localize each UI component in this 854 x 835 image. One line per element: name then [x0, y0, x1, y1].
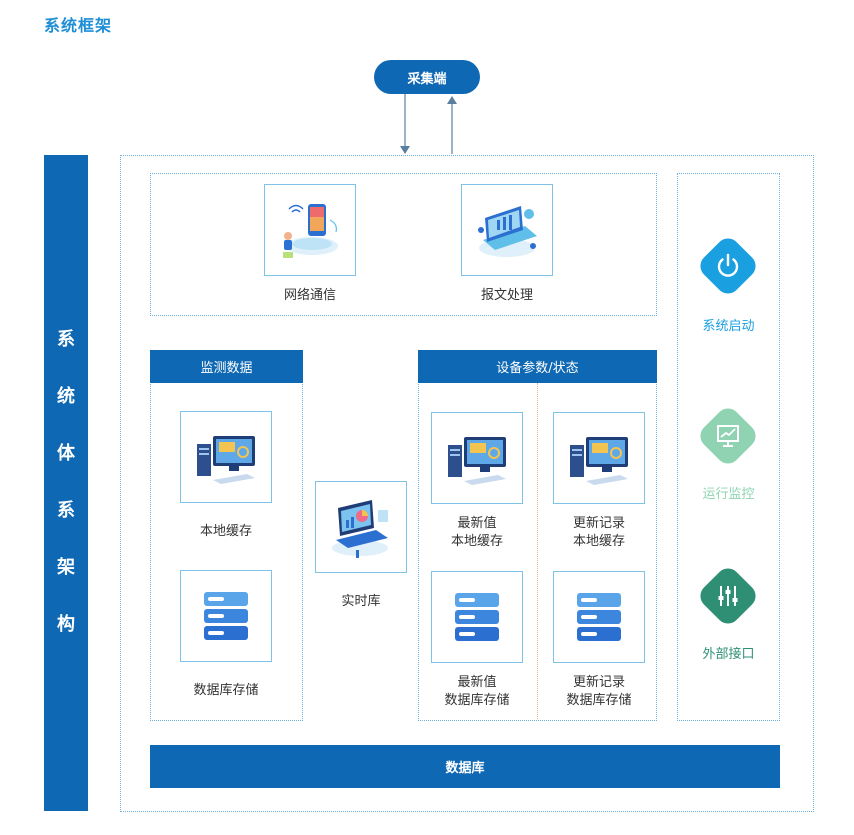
database-bar: 数据库: [150, 745, 780, 788]
update-cache-card: [553, 412, 645, 504]
architecture-side-bar: 系 统 体 系 架 构: [44, 155, 88, 811]
monitor-chart-icon: [717, 425, 739, 447]
side-bar-char: 系: [57, 329, 75, 350]
latest-cache-line2: 本地缓存: [450, 534, 503, 549]
network-communication-icon: [283, 204, 338, 258]
update-db-line2: 数据库存储: [566, 693, 632, 708]
update-db-label: 更新记录 数据库存储: [547, 674, 651, 710]
latest-cache-line1: 最新值: [457, 516, 497, 531]
update-cache-line2: 本地缓存: [572, 534, 625, 549]
network-card: [264, 184, 356, 276]
computer-icon: [570, 437, 628, 485]
message-label: 报文处理: [480, 288, 533, 303]
device-divider: [537, 383, 538, 719]
latest-db-line1: 最新值: [457, 675, 497, 690]
message-processing-icon: [478, 206, 537, 257]
communication-group: [150, 173, 657, 316]
side-bar-char: 构: [57, 614, 75, 635]
monitor-local-cache-label: 本地缓存: [199, 524, 252, 539]
computer-icon: [197, 436, 255, 484]
server-icon: [577, 593, 621, 641]
page-title: 系统框架: [44, 16, 113, 35]
side-bar-char: 统: [57, 386, 75, 407]
run-monitor-label: 运行监控: [702, 487, 755, 502]
monitor-header: 监测数据: [150, 350, 303, 383]
realtime-label: 实时库: [341, 594, 381, 609]
update-cache-line1: 更新记录: [572, 516, 625, 531]
external-interface-node: [695, 563, 761, 629]
external-interface-label: 外部接口: [702, 647, 755, 662]
realtime-database-icon: [332, 500, 388, 558]
latest-db-line2: 数据库存储: [444, 693, 510, 708]
update-cache-label: 更新记录 本地缓存: [553, 515, 645, 551]
latest-cache-label: 最新值 本地缓存: [431, 515, 523, 551]
system-start-node: [695, 233, 761, 299]
side-bar-char: 体: [57, 443, 75, 464]
collector-arrows: [400, 94, 457, 154]
system-start-label: 系统启动: [702, 319, 755, 334]
computer-icon: [448, 437, 506, 485]
control-group: [677, 173, 780, 721]
latest-db-label: 最新值 数据库存储: [425, 674, 529, 710]
latest-db-card: [431, 571, 523, 663]
realtime-card: [315, 481, 407, 573]
network-label: 网络通信: [283, 288, 336, 303]
monitor-local-cache-card: [180, 411, 272, 503]
side-bar-char: 架: [57, 557, 75, 578]
latest-cache-card: [431, 412, 523, 504]
server-icon: [204, 592, 248, 640]
server-icon: [455, 593, 499, 641]
side-bar-char: 系: [57, 500, 75, 521]
collector-node: 采集端: [374, 60, 480, 94]
power-icon: [717, 253, 739, 277]
monitor-db-storage-card: [180, 570, 272, 662]
device-header: 设备参数/状态: [418, 350, 657, 383]
update-db-card: [553, 571, 645, 663]
sliders-icon: [718, 586, 738, 606]
outer-frame: [120, 155, 814, 812]
message-card: [461, 184, 553, 276]
run-monitor-node: [695, 403, 761, 469]
update-db-line1: 更新记录: [572, 675, 625, 690]
monitor-db-storage-label: 数据库存储: [193, 683, 259, 698]
